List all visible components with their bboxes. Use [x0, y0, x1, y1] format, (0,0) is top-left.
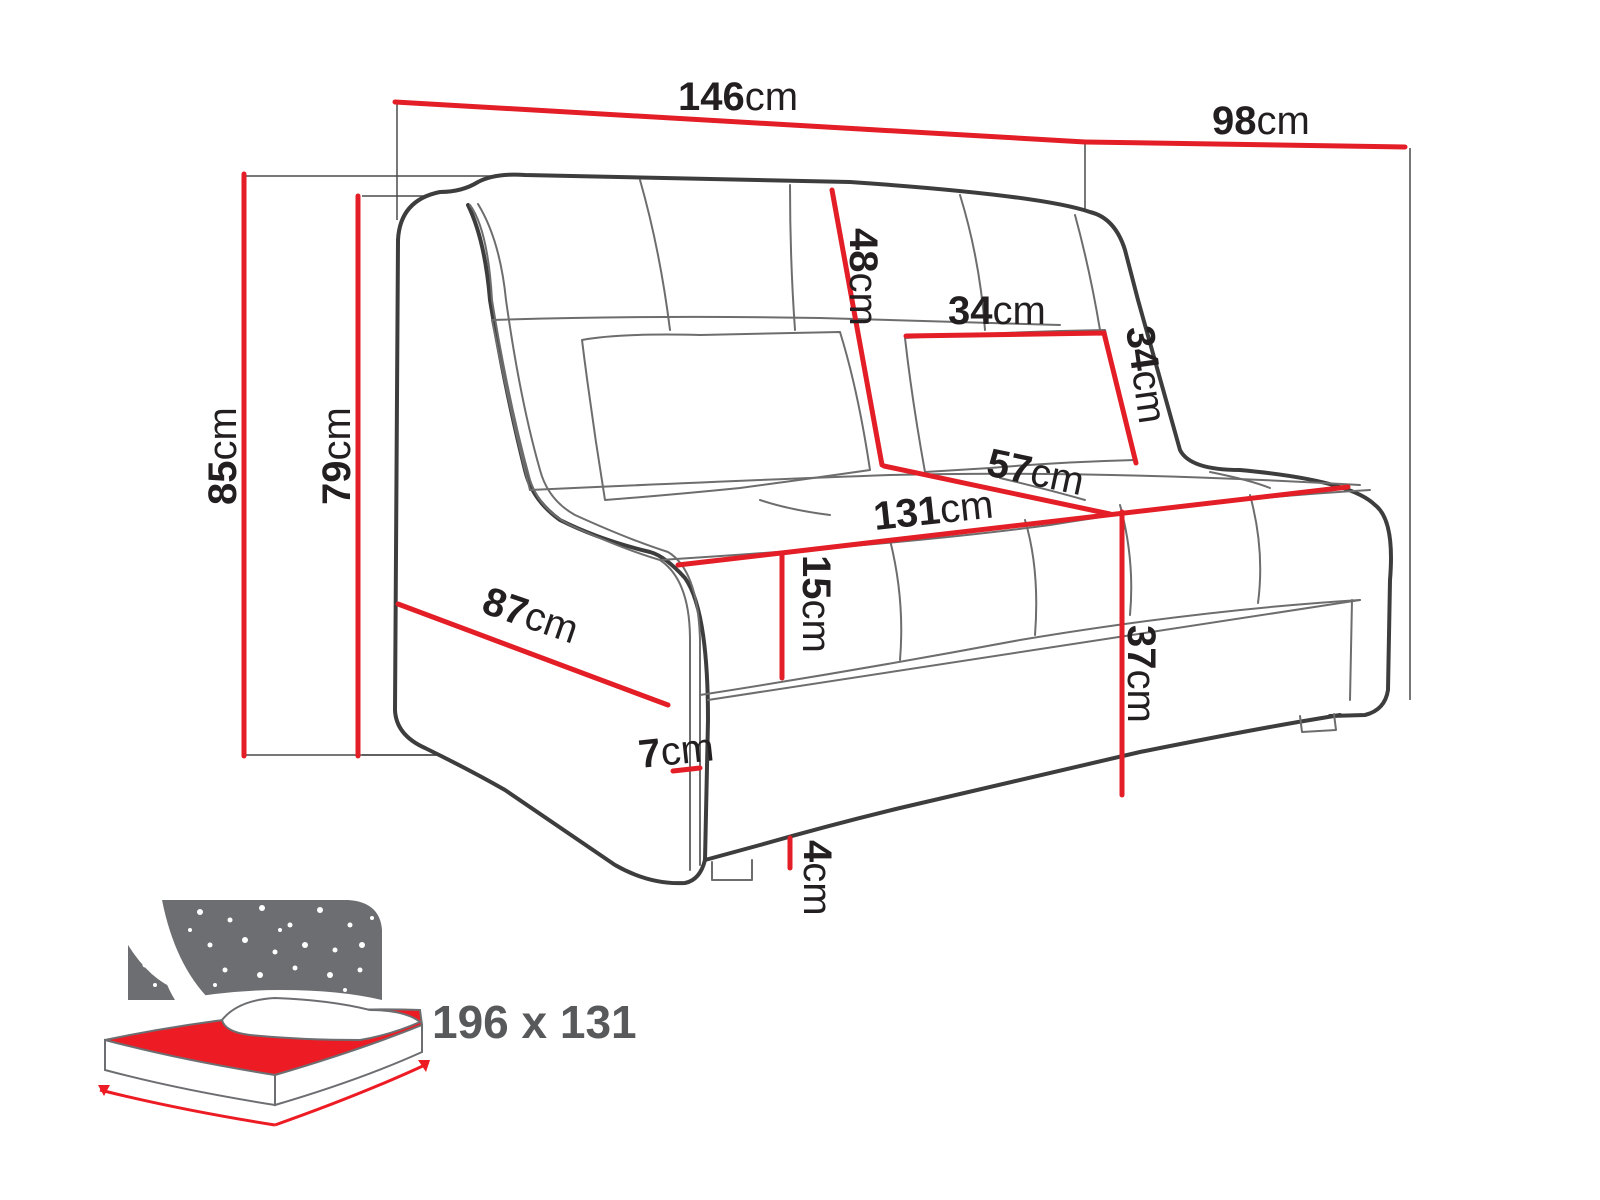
dim-line-backrest-height	[829, 187, 885, 468]
label-pillow-height: 34cm	[1117, 323, 1174, 426]
label-seat-depth: 57cm	[983, 441, 1088, 504]
label-back-height: 79cm	[315, 407, 359, 505]
sofa-left-arm	[393, 203, 710, 886]
sleeping-area-label: 196 x 131	[432, 996, 637, 1048]
label-overall-width: 146cm	[678, 75, 798, 119]
left-pillow	[581, 331, 871, 501]
label-seat-height: 37cm	[1119, 625, 1163, 723]
dimension-lines	[241, 99, 1408, 871]
label-armrest-width: 7cm	[636, 725, 716, 777]
label-depth: 98cm	[1212, 99, 1310, 143]
night-sky-panel	[128, 900, 382, 1000]
label-backrest-height: 48cm	[841, 228, 885, 326]
sofa-foot-back	[1299, 713, 1337, 733]
sofa-foot-front	[711, 859, 753, 881]
label-total-height: 85cm	[201, 407, 245, 505]
sofa-back-frame	[396, 172, 1393, 718]
dim-line-pillow	[903, 330, 1139, 466]
bed-arrow-length	[99, 1088, 276, 1127]
dim-line-side-depth	[395, 601, 671, 708]
dim-line-overall-width	[392, 99, 1088, 145]
sofa-drawing	[246, 100, 1411, 886]
label-pillow-width: 34cm	[948, 289, 1046, 333]
dim-line-depth	[1082, 139, 1408, 150]
label-seat-width: 131cm	[871, 483, 995, 539]
dim-line-seat-depth	[881, 463, 1113, 517]
bed-pillow	[220, 996, 422, 1042]
back-cushions	[491, 179, 1101, 491]
dim-line-armrest	[670, 765, 703, 774]
dim-line-seat-width	[675, 484, 1351, 568]
bed-night-icon	[98, 900, 430, 1127]
label-cushion-thickness: 15cm	[794, 555, 838, 653]
extension-lines	[246, 100, 1411, 756]
sofa-base	[703, 713, 1342, 862]
label-leg-height: 4cm	[795, 840, 839, 916]
dimension-labels: 146cm 98cm 85cm 79cm 48cm 34cm 34cm 57cm…	[201, 75, 1310, 916]
bed-arrow-width	[274, 1063, 426, 1127]
star-icons	[142, 905, 374, 992]
